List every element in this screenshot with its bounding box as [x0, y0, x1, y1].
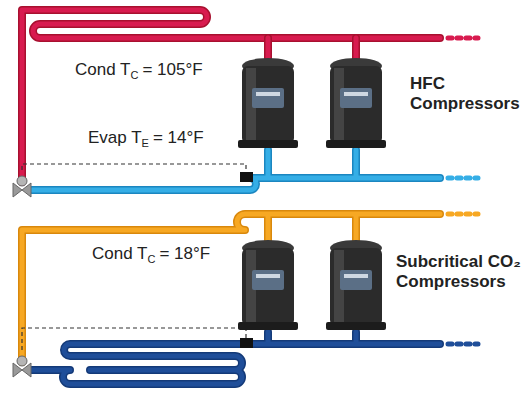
temperature-text: = 14°F [153, 128, 204, 148]
temperature-text: Cond T [75, 60, 130, 80]
hfc-compressor [326, 58, 386, 148]
co2-compressor [326, 240, 386, 330]
temperature-label: Evap TE = 14°F [88, 128, 204, 148]
subscript: E [142, 137, 149, 149]
compressor-label: HFC Compressors [410, 74, 522, 113]
sensing-bulb [240, 338, 253, 348]
temperature-label: Cond TC = 105°F [75, 60, 203, 80]
sensing-bulb [240, 172, 253, 182]
temperature-text: Cond T [92, 244, 147, 264]
subscript: C [147, 253, 155, 265]
expansion-valve [13, 176, 31, 197]
hfc-compressor [238, 58, 298, 148]
compressor-label: Subcritical CO₂ Compressors [396, 252, 524, 291]
temperature-text: Evap T [88, 128, 142, 148]
hfc-suction-pipe [32, 150, 478, 190]
temperature-text: = 18°F [159, 244, 210, 264]
co2-compressor [238, 240, 298, 330]
hfc-discharge-pipe [22, 10, 478, 182]
temperature-text: = 105°F [142, 60, 202, 80]
temperature-label: Cond TC = 18°F [92, 244, 210, 264]
sensing-line [22, 164, 246, 350]
subscript: C [130, 69, 138, 81]
expansion-valve [13, 356, 31, 377]
co2-suction-pipe [32, 332, 478, 384]
